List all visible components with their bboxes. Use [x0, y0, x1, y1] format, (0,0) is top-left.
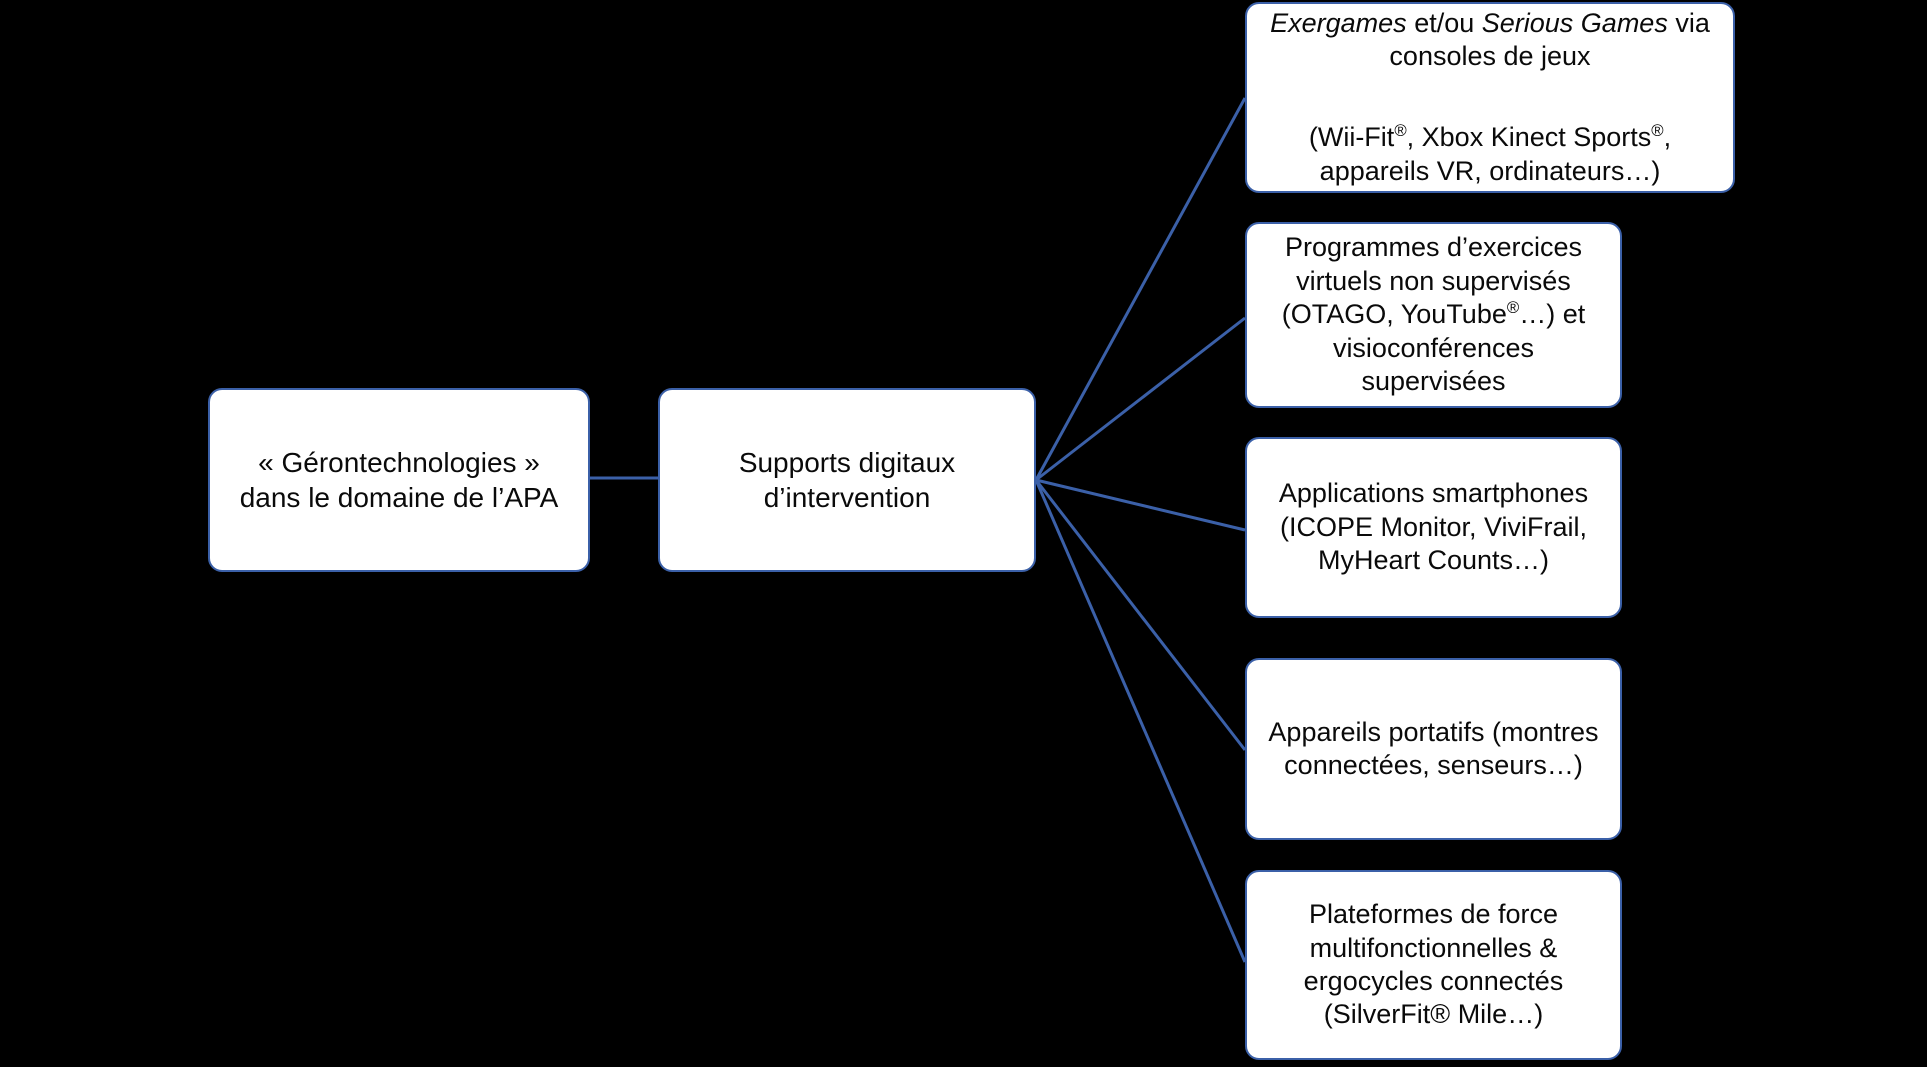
node-appareils-portatifs-label: Appareils portatifs (montres connectées,…	[1268, 716, 1599, 780]
programmes-virtuels-a: Programmes d’exercices virtuels non supe…	[1281, 232, 1583, 330]
exergames-tail: via consoles de jeux	[1389, 7, 1710, 72]
node-applications-smartphones[interactable]: Applications smartphones (ICOPE Monitor,…	[1245, 437, 1622, 618]
node-exergames-line-2: (Wii-Fit®, Xbox Kinect Sports®, appareil…	[1261, 121, 1719, 188]
node-supports-digitaux[interactable]: Supports digitaux d’intervention	[658, 388, 1036, 572]
node-plateformes-de-force[interactable]: Plateformes de force multifonctionnelles…	[1245, 870, 1622, 1060]
registered-mark-icon: ®	[1651, 121, 1664, 141]
exergames-examples-a: (Wii-Fit	[1308, 122, 1395, 153]
registered-mark-icon: ®	[1506, 298, 1520, 318]
programmes-virtuels-b: …) et visioconférences supervisées	[1332, 299, 1586, 397]
node-applications-smartphones-label: Applications smartphones (ICOPE Monitor,…	[1278, 478, 1589, 576]
node-supports-digitaux-label: Supports digitaux d’intervention	[738, 446, 956, 513]
node-appareils-portatifs[interactable]: Appareils portatifs (montres connectées,…	[1245, 658, 1622, 840]
connector-hub-to-wearables	[1034, 479, 1247, 751]
serious-games-emphasis: Serious Games	[1481, 7, 1668, 38]
node-gerontechnologies-label: « Gérontechnologies » dans le domaine de…	[239, 446, 559, 513]
node-exergames[interactable]: Exergames et/ou Serious Games via consol…	[1245, 2, 1735, 193]
node-exergames-line-1: Exergames et/ou Serious Games via consol…	[1261, 7, 1719, 74]
exergames-examples-b: , Xbox Kinect Sports	[1406, 122, 1652, 153]
node-programmes-virtuels-label: Programmes d’exercices virtuels non supe…	[1247, 231, 1620, 398]
node-plateformes-de-force-label: Plateformes de force multifonctionnelles…	[1303, 899, 1564, 1030]
registered-mark-icon: ®	[1394, 121, 1407, 141]
node-programmes-virtuels[interactable]: Programmes d’exercices virtuels non supe…	[1245, 222, 1622, 408]
node-gerontechnologies[interactable]: « Gérontechnologies » dans le domaine de…	[208, 388, 590, 572]
connector-hub-to-virtual	[1035, 316, 1246, 482]
node-exergames-label: Exergames et/ou Serious Games via consol…	[1247, 0, 1733, 222]
connector-hub-to-games	[1034, 97, 1247, 481]
connector-hub-to-apps	[1035, 478, 1246, 532]
exergames-examples-c: , appareils VR, ordinateurs…)	[1319, 122, 1672, 186]
exergames-emphasis: Exergames	[1270, 7, 1407, 38]
exergames-conj: et/ou	[1406, 7, 1482, 38]
connector-hub-to-platforms	[1034, 479, 1247, 963]
